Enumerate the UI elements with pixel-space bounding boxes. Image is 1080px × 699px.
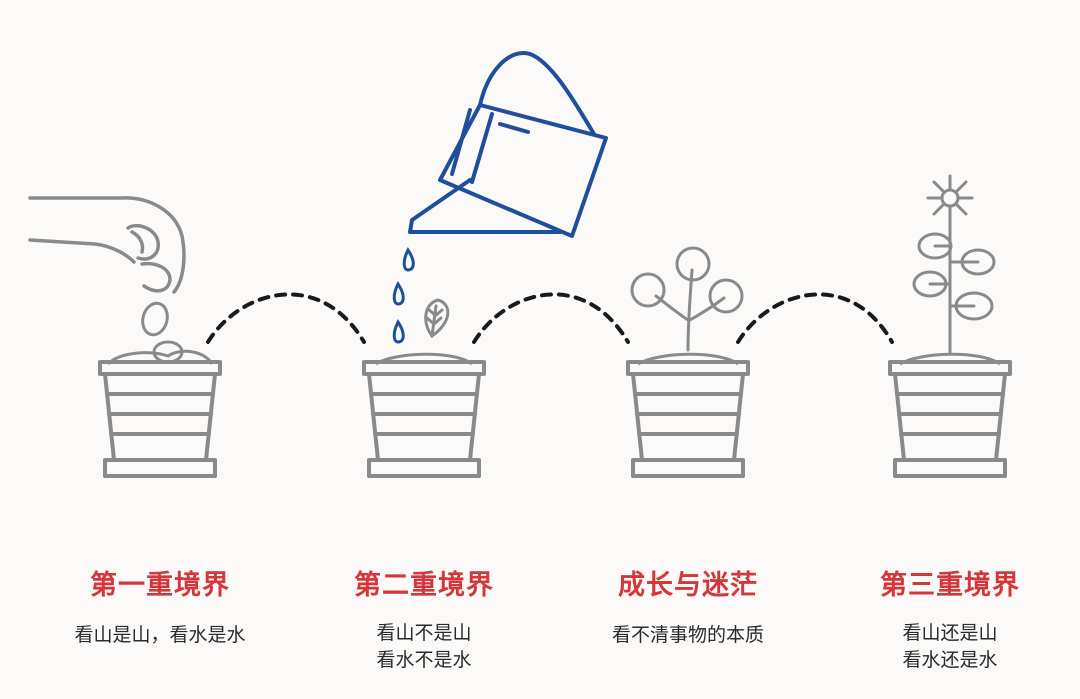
stage-2-line-1: 看山不是山 — [376, 622, 472, 644]
young-plant-icon — [630, 246, 744, 352]
stage-2-title: 第二重境界 — [354, 570, 494, 601]
sprout-icon — [424, 298, 450, 338]
connector-arc — [206, 292, 894, 344]
stage-1-description: 看山是山，看水是水 — [30, 622, 290, 649]
stage-3-line-1: 看不清事物的本质 — [611, 624, 764, 646]
stage-4-title: 第三重境界 — [880, 570, 1020, 601]
watering-can-icon — [408, 51, 608, 238]
pot-3 — [626, 352, 750, 478]
hand-icon — [28, 196, 186, 294]
pot-1 — [98, 349, 222, 478]
stage-4-line-1: 看山还是山 — [902, 622, 998, 644]
flowering-plant-icon — [912, 174, 996, 354]
stage-4-description: 看山还是山 看水还是水 — [820, 620, 1080, 674]
water-drop-icon — [392, 247, 415, 344]
stage-3-title: 成长与迷茫 — [618, 570, 758, 601]
stage-4-line-2: 看水还是水 — [902, 649, 998, 671]
stage-3-description: 看不清事物的本质 — [558, 622, 818, 649]
stage-2-line-2: 看水不是水 — [376, 649, 472, 671]
stage-1-line-1: 看山是山，看水是水 — [74, 624, 246, 646]
stage-2-description: 看山不是山 看水不是水 — [294, 620, 554, 674]
stage-1-title: 第一重境界 — [90, 570, 230, 601]
pot-2 — [362, 352, 486, 478]
pot-4 — [888, 352, 1012, 478]
